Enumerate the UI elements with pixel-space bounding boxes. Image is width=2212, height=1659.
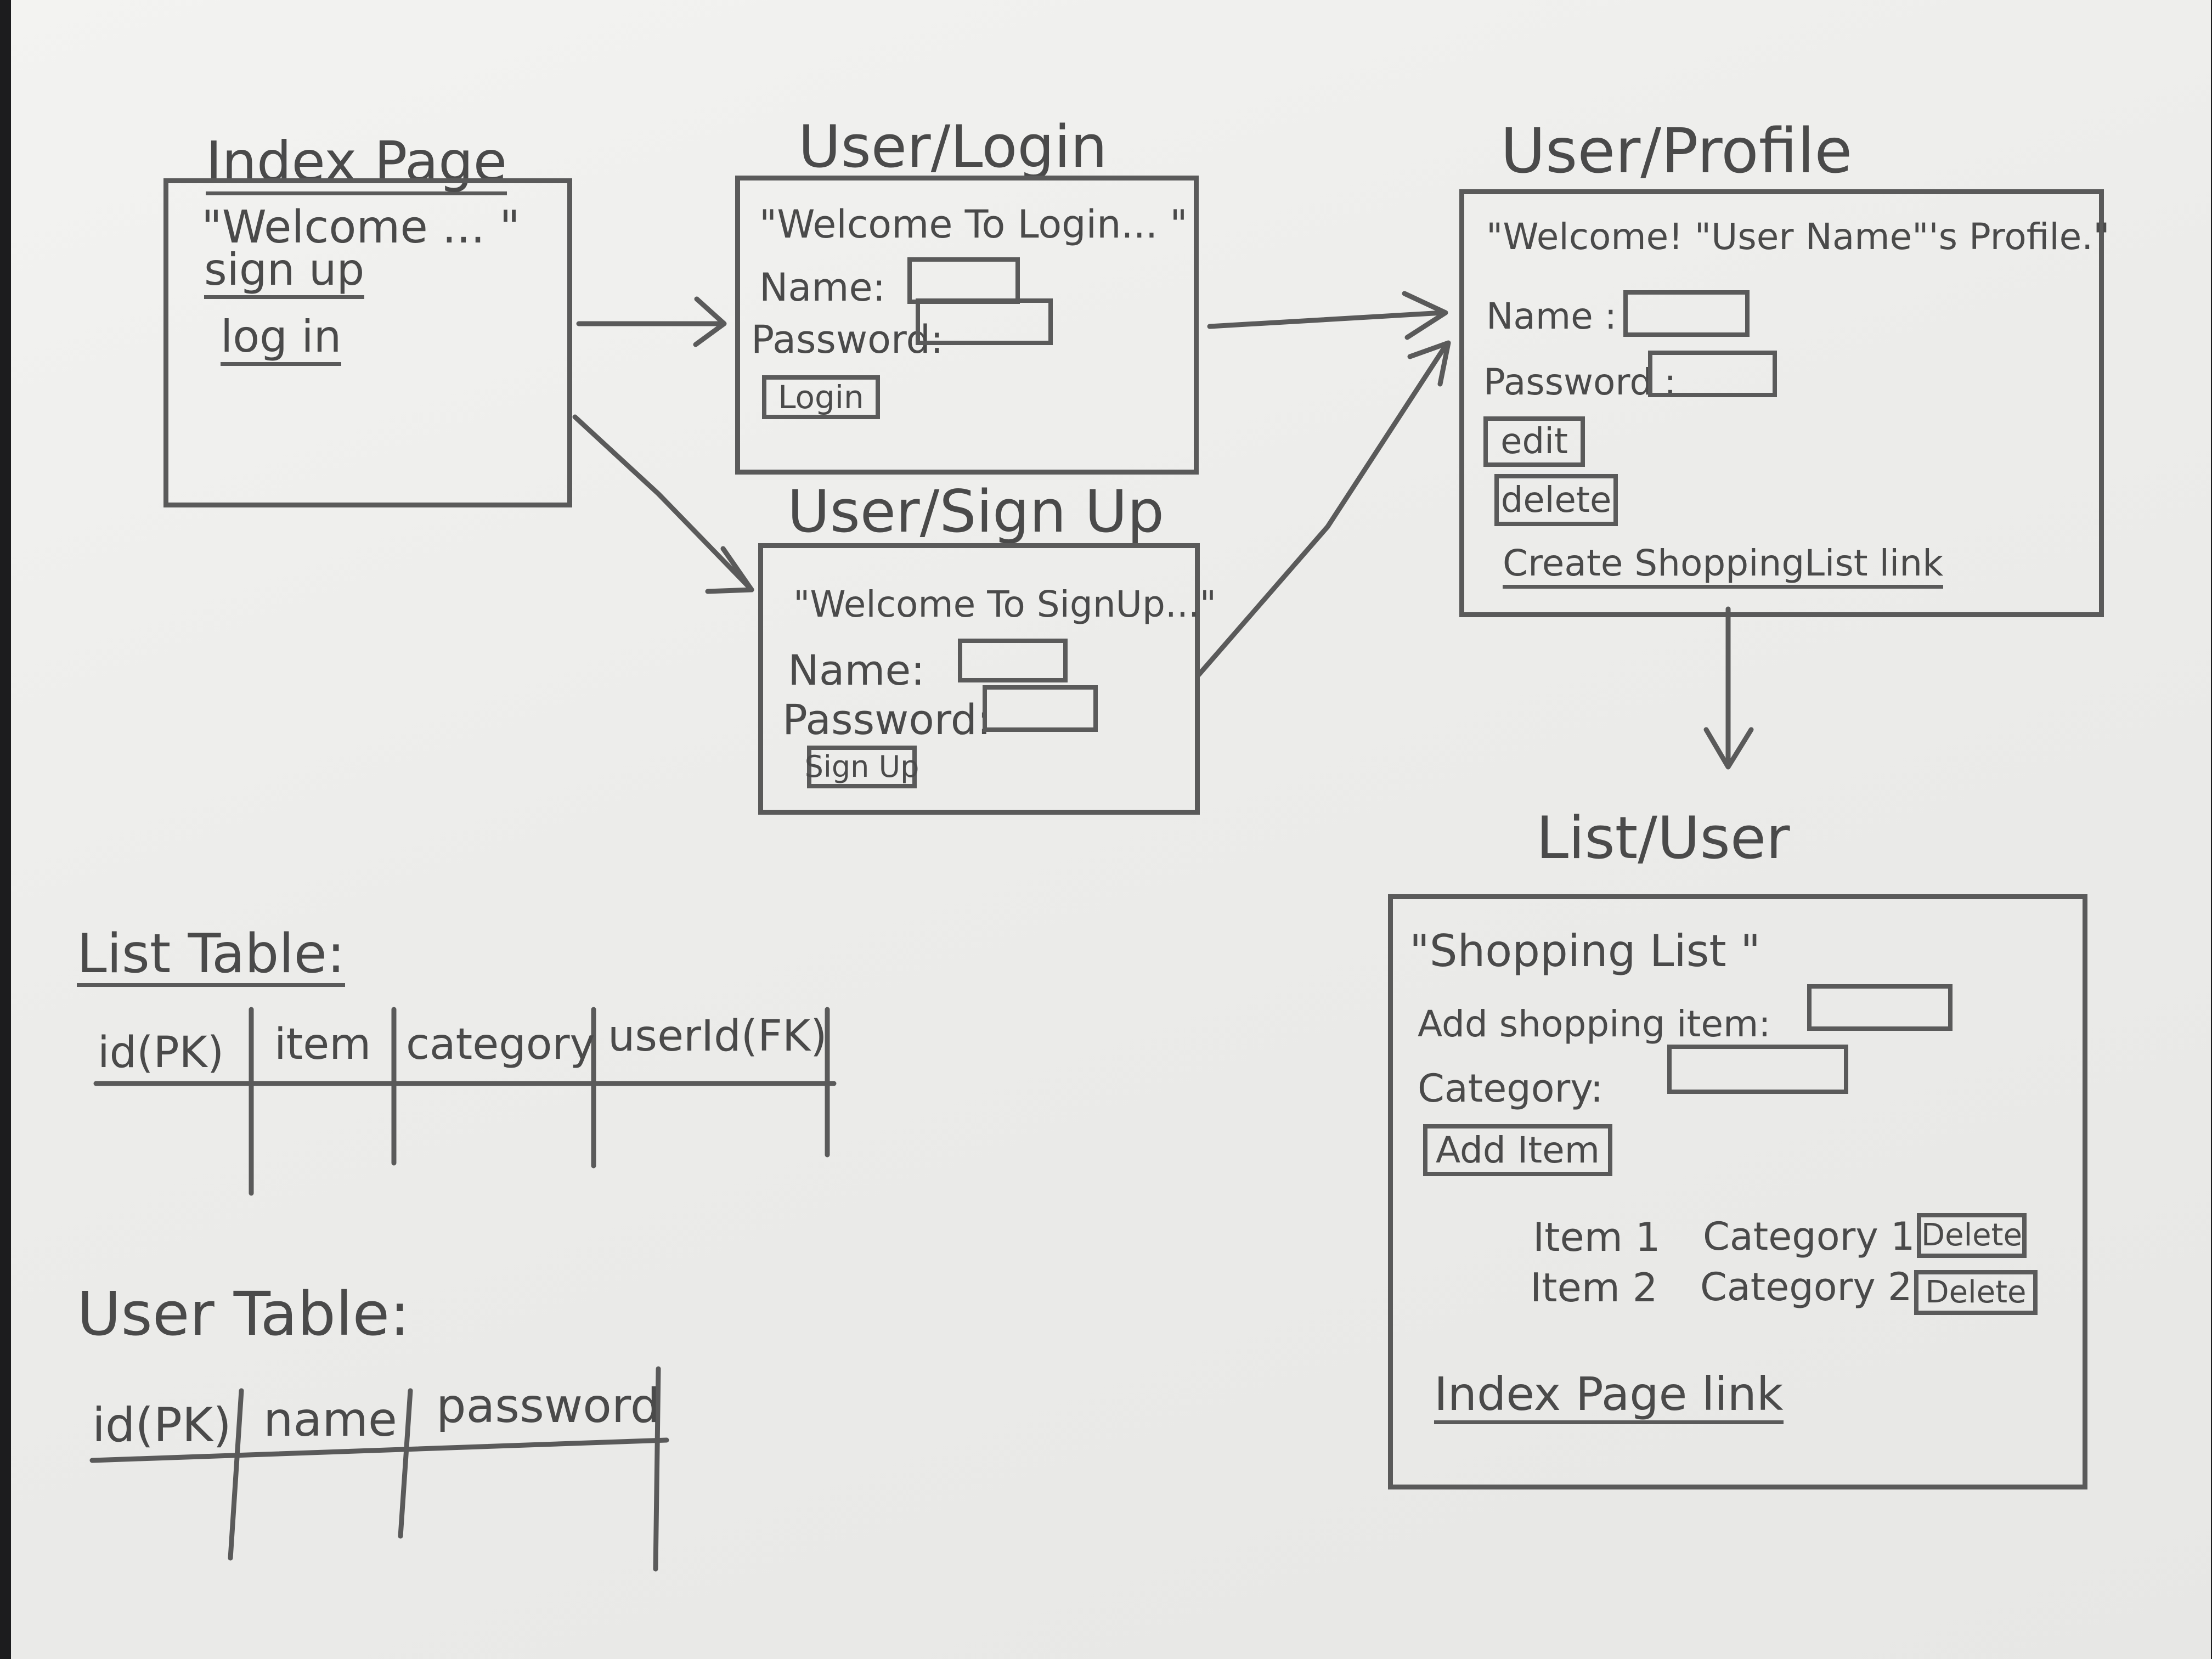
user-table-hline [89,1437,669,1463]
profile-welcome-text: "Welcome! "User Name"'s Profile." [1486,216,2110,258]
user-table-col-name: name [263,1392,397,1447]
login-page-title: User/Login [798,113,1108,180]
add-item-label: Add shopping item: [1418,1003,1771,1045]
signup-button[interactable]: Sign Up [805,746,919,788]
arrowhead-profile-top [1402,291,1448,340]
list-table-title: List Table: [77,927,345,987]
list-item-1-category: Category 1 [1703,1214,1915,1259]
profile-password-input[interactable] [1648,351,1777,397]
signup-password-input[interactable] [983,685,1098,732]
list-table-col-item: item [274,1020,371,1069]
category-label: Category: [1418,1066,1604,1111]
list-table-col-id: id(PK) [98,1028,224,1077]
arrowhead-login [693,296,727,347]
list-table-col-userid: userId(FK) [608,1012,827,1061]
arrow-signup-to-profile [1196,343,1448,678]
profile-page-frame: "Welcome! "User Name"'s Profile." Name :… [1459,189,2110,617]
login-page-frame: "Welcome To Login... " Name: Password: L… [735,176,1199,475]
user-table-vline-1 [228,1388,244,1561]
login-name-label: Name: [759,265,886,310]
index-signup-link[interactable]: sign up [204,248,365,299]
login-button[interactable]: Login [762,375,880,419]
arrowhead-profile-bottom [1407,340,1451,387]
index-login-link[interactable]: log in [221,315,342,366]
list-item-2-delete-button[interactable]: Delete [1914,1270,2038,1315]
index-page-link[interactable]: Index Page link [1434,1371,1784,1424]
profile-name-input[interactable] [1623,290,1750,337]
list-item-1-name: Item 1 [1533,1214,1661,1260]
signup-password-label: Password: [782,695,991,744]
add-item-input[interactable] [1807,984,1953,1031]
signup-name-label: Name: [788,646,925,695]
profile-name-label: Name : [1486,295,1617,337]
user-table-col-id: id(PK) [92,1398,232,1453]
list-item-2-name: Item 2 [1530,1265,1658,1311]
category-input[interactable] [1667,1045,1848,1094]
index-page-frame: "Welcome ... " sign up log in [163,178,572,507]
user-table-title: User Table: [77,1279,410,1349]
user-table-vline-2 [398,1388,413,1539]
list-item-1-delete-button[interactable]: Delete [1917,1213,2027,1258]
login-name-input[interactable] [907,257,1020,304]
list-heading-text: "Shopping List " [1409,926,1760,977]
arrow-index-to-signup [572,414,754,592]
login-password-label: Password: [751,317,944,362]
arrowhead-signup [705,546,754,594]
list-user-page-title: List/User [1536,804,1790,872]
signup-page-title: User/Sign Up [787,478,1165,545]
profile-delete-button[interactable]: delete [1494,474,1618,526]
user-table-col-password: password [436,1379,661,1434]
arrow-login-to-profile [1207,310,1446,329]
signup-name-input[interactable] [958,639,1068,682]
add-item-button[interactable]: Add Item [1423,1124,1612,1176]
profile-edit-button[interactable]: edit [1483,416,1585,467]
list-table-col-category: category [406,1020,595,1069]
arrowhead-list [1703,727,1754,770]
list-user-page-frame: "Shopping List " Add shopping item: Cate… [1388,894,2087,1489]
profile-page-title: User/Profile [1500,116,1853,187]
login-password-input[interactable] [916,298,1053,345]
profile-create-shoppinglist-link[interactable]: Create ShoppingList link [1503,545,1944,589]
list-item-2-category: Category 2 [1700,1265,1912,1310]
signup-welcome-text: "Welcome To SignUp..." [793,583,1217,625]
user-table-vline-3 [653,1366,661,1572]
signup-page-frame: "Welcome To SignUp..." Name: Password: S… [758,543,1216,815]
login-welcome-text: "Welcome To Login... " [759,202,1188,247]
index-welcome-text: "Welcome ... " [201,201,520,253]
profile-password-label: Password : [1483,361,1677,403]
paper-sheet [11,0,2211,1659]
